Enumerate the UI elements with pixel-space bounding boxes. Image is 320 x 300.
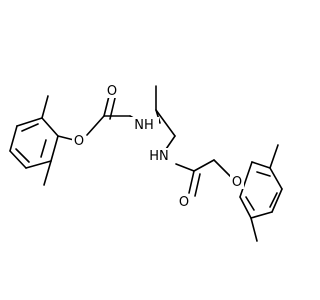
atom-o-ether-right: O xyxy=(230,174,244,190)
svg-text:NH: NH xyxy=(134,118,154,133)
right-ring-methyl-top xyxy=(269,144,279,169)
svg-text:O: O xyxy=(107,84,117,99)
left-ring-methyl-bottom xyxy=(43,160,52,186)
atom-nh-right: HN xyxy=(144,148,174,164)
atom-nh-left: NH xyxy=(129,117,159,133)
right-benzene-ring xyxy=(239,161,283,219)
right-acetamide-chain xyxy=(175,159,233,197)
svg-text:O: O xyxy=(232,175,242,190)
atom-o-carbonyl-left: O xyxy=(105,83,119,99)
left-ring-methyl-top xyxy=(41,95,49,119)
left-benzene-ring xyxy=(9,117,59,169)
right-ring-methyl-bottom xyxy=(250,217,258,242)
svg-text:O: O xyxy=(74,134,84,149)
atom-o-carbonyl-right: O xyxy=(177,194,191,210)
structure-canvas: O NH O HN O O xyxy=(9,83,283,242)
molecule-diagram: O NH O HN O O xyxy=(9,83,283,242)
svg-text:O: O xyxy=(179,195,189,210)
atom-o-ether-left: O xyxy=(72,133,86,149)
svg-text:HN: HN xyxy=(149,149,169,164)
